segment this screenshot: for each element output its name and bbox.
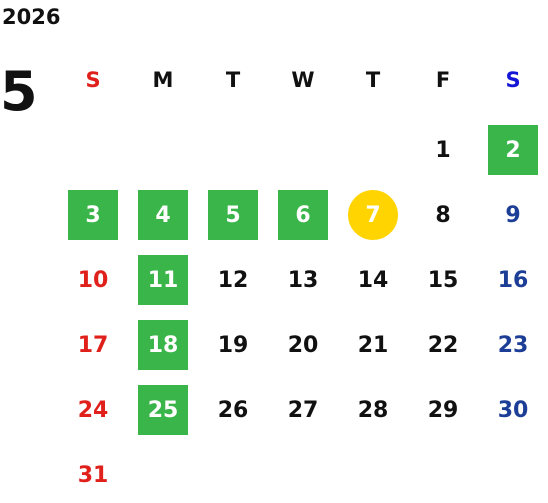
day-cell[interactable]: 14: [357, 267, 389, 293]
day-cell[interactable]: 27: [287, 397, 319, 423]
day-cell[interactable]: 18: [138, 320, 188, 370]
day-cell[interactable]: 19: [217, 332, 249, 358]
day-cell[interactable]: 15: [427, 267, 459, 293]
day-cell[interactable]: 6: [278, 190, 328, 240]
day-cell[interactable]: 28: [357, 397, 389, 423]
day-cell[interactable]: 21: [357, 332, 389, 358]
day-cell[interactable]: 17: [77, 332, 109, 358]
day-cell[interactable]: 3: [68, 190, 118, 240]
weekday-header: M: [152, 68, 174, 92]
day-cell[interactable]: 30: [497, 397, 529, 423]
day-cell[interactable]: 24: [77, 397, 109, 423]
day-cell[interactable]: 5: [208, 190, 258, 240]
day-cell[interactable]: 12: [217, 267, 249, 293]
year-label: 2026: [2, 5, 61, 29]
day-cell[interactable]: 1: [435, 137, 451, 163]
day-cell[interactable]: 9: [505, 202, 521, 228]
weekday-header: F: [435, 68, 451, 92]
day-cell[interactable]: 8: [435, 202, 451, 228]
day-cell[interactable]: 11: [138, 255, 188, 305]
day-cell[interactable]: 4: [138, 190, 188, 240]
day-cell[interactable]: 23: [497, 332, 529, 358]
day-cell-today[interactable]: 7: [348, 190, 398, 240]
day-cell[interactable]: 16: [497, 267, 529, 293]
day-cell[interactable]: 10: [77, 267, 109, 293]
day-cell[interactable]: 25: [138, 385, 188, 435]
day-cell[interactable]: 2: [488, 125, 538, 175]
weekday-header: S: [85, 68, 101, 92]
day-cell[interactable]: 13: [287, 267, 319, 293]
day-cell[interactable]: 20: [287, 332, 319, 358]
day-cell[interactable]: 22: [427, 332, 459, 358]
weekday-header: T: [365, 68, 381, 92]
weekday-header: S: [505, 68, 521, 92]
day-cell[interactable]: 29: [427, 397, 459, 423]
month-label: 5: [0, 60, 38, 123]
weekday-header: W: [291, 68, 315, 92]
day-cell[interactable]: 31: [77, 462, 109, 488]
day-cell[interactable]: 26: [217, 397, 249, 423]
weekday-header: T: [225, 68, 241, 92]
